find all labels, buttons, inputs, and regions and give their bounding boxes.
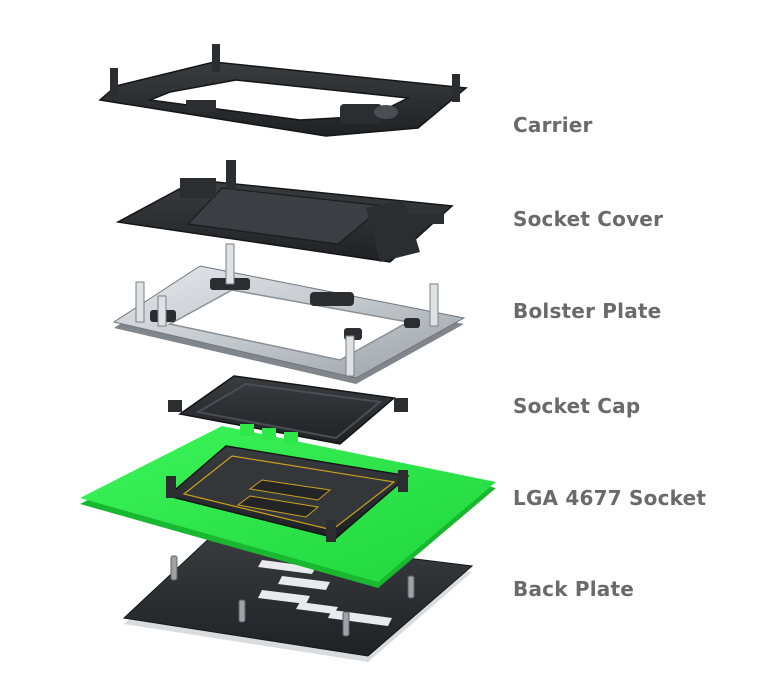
socket-cover-part [115,160,454,263]
carrier-part [98,44,468,137]
bolster-plate-part [112,243,466,384]
lga-socket-label: LGA 4677 Socket [513,486,707,510]
carrier-label: Carrier [513,113,593,137]
lga-socket-part [166,445,410,542]
socket-cover-label: Socket Cover [513,207,664,231]
bolster-plate-label: Bolster Plate [513,299,662,323]
socket-cap-label: Socket Cap [513,394,641,418]
back-plate-label: Back Plate [513,577,634,601]
socket-cap-part [168,375,408,445]
